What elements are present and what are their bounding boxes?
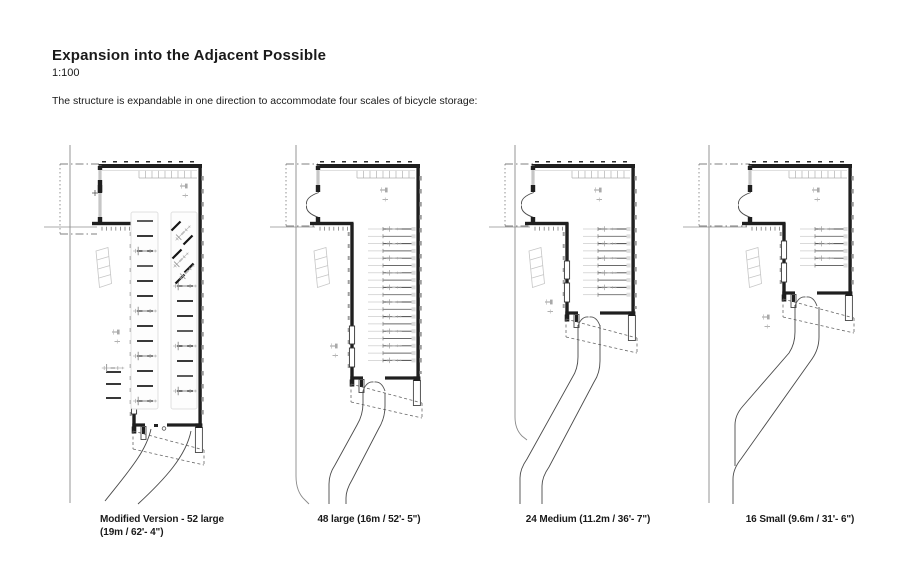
building-outline: [521, 160, 637, 341]
site-marker-icon: [112, 329, 120, 344]
scale-label: 1:100: [52, 67, 80, 79]
bicycle-symbol: [179, 264, 195, 280]
bicycle-symbol: [386, 357, 402, 364]
exterior-stair-strip: [313, 246, 330, 289]
approach-path: [328, 391, 386, 504]
bicycle-symbol: [818, 226, 834, 232]
bicycle-symbol: [173, 281, 197, 291]
site-boundary-lines: [270, 145, 315, 505]
caption-line: 16 Small (9.6m / 31'- 6"): [745, 514, 855, 525]
plan-caption-4: 16 Small (9.6m / 31'- 6"): [700, 513, 900, 526]
expansion-dashed-outline: [698, 163, 750, 227]
page-title: Expansion into the Adjacent Possible: [52, 47, 327, 64]
bicycle-symbol: [386, 240, 402, 247]
floor-plan-16-small: [683, 145, 855, 504]
bicycle-symbol: [386, 226, 402, 232]
approach-path: [104, 428, 192, 505]
site-boundary-lines: [683, 145, 747, 503]
site-marker-icon: [180, 183, 188, 198]
bicycle-symbol: [386, 313, 402, 320]
bicycle-symbol: [133, 351, 157, 361]
building-outline: [738, 160, 854, 321]
bicycle-symbol: [173, 252, 189, 268]
site-marker-icon: [762, 314, 770, 329]
bike-racks: [368, 226, 416, 364]
plan-caption-1: Modified Version - 52 large (19m / 62'- …: [100, 513, 295, 539]
bicycle-symbol: [101, 363, 125, 373]
bicycle-symbol: [133, 396, 157, 406]
caption-line: 48 large (16m / 52'- 5"): [317, 514, 421, 525]
site-marker-icon: [380, 187, 388, 202]
floor-plan-24-medium: [489, 145, 638, 504]
bicycle-symbol: [386, 328, 402, 334]
bicycle-symbol: [601, 284, 617, 291]
bike-racks: [800, 226, 848, 268]
entrance-door-swing: [362, 381, 386, 392]
bicycle-symbol: [386, 255, 402, 261]
bike-racks: [101, 211, 198, 410]
description-text: The structure is expandable in one direc…: [52, 95, 478, 107]
bicycle-symbol: [818, 255, 834, 261]
forecourt-dashed-outline: [132, 430, 205, 466]
bicycle-symbol: [386, 284, 402, 291]
building-outline: [306, 160, 422, 406]
double-door-swing: [306, 192, 319, 218]
bicycle-symbol: [386, 270, 402, 276]
site-boundary-lines: [44, 145, 97, 503]
caption-line: 24 Medium (11.2m / 36'- 7"): [525, 514, 651, 525]
approach-path: [732, 305, 820, 504]
caption-line: Modified Version - 52 large: [100, 514, 224, 525]
bicycle-symbol: [601, 270, 617, 276]
bicycle-symbol: [133, 306, 157, 316]
bicycle-symbol: [173, 341, 197, 351]
expansion-dashed-outline: [504, 163, 533, 227]
plan-caption-3: 24 Medium (11.2m / 36'- 7"): [488, 513, 688, 526]
bicycle-symbol: [386, 343, 402, 349]
exterior-stair-strip: [528, 246, 545, 289]
floor-plan-modified-52-large: [44, 145, 205, 505]
approach-path: [519, 325, 601, 504]
site-marker-icon: [812, 187, 820, 202]
expansion-dashed-outline: [285, 163, 318, 227]
floor-plan-48-large: [270, 145, 423, 505]
site-marker-icon: [545, 299, 553, 314]
double-door-swing: [521, 192, 534, 218]
bicycle-symbol: [133, 246, 157, 256]
exterior-stair-strip: [745, 246, 762, 289]
plan-caption-2: 48 large (16m / 52'- 5"): [269, 513, 469, 526]
site-marker-icon: [330, 343, 338, 358]
expansion-dashed-outline: [59, 163, 100, 235]
bicycle-symbol: [173, 386, 197, 396]
exterior-stair-strip: [95, 246, 112, 289]
double-door-swing: [738, 192, 751, 218]
bicycle-symbol: [386, 299, 402, 305]
site-boundary-lines: [489, 145, 530, 441]
bike-racks: [583, 226, 631, 297]
entrance-door-swing: [577, 316, 601, 327]
entrance-door-swing: [794, 296, 818, 307]
bicycle-symbol: [175, 225, 191, 241]
bicycle-symbol: [601, 255, 617, 261]
bicycle-symbol: [818, 240, 834, 247]
bicycle-symbol: [601, 240, 617, 247]
site-marker-icon: [594, 187, 602, 202]
caption-line: (19m / 62'- 4"): [100, 527, 164, 538]
bicycle-symbol: [601, 226, 617, 232]
